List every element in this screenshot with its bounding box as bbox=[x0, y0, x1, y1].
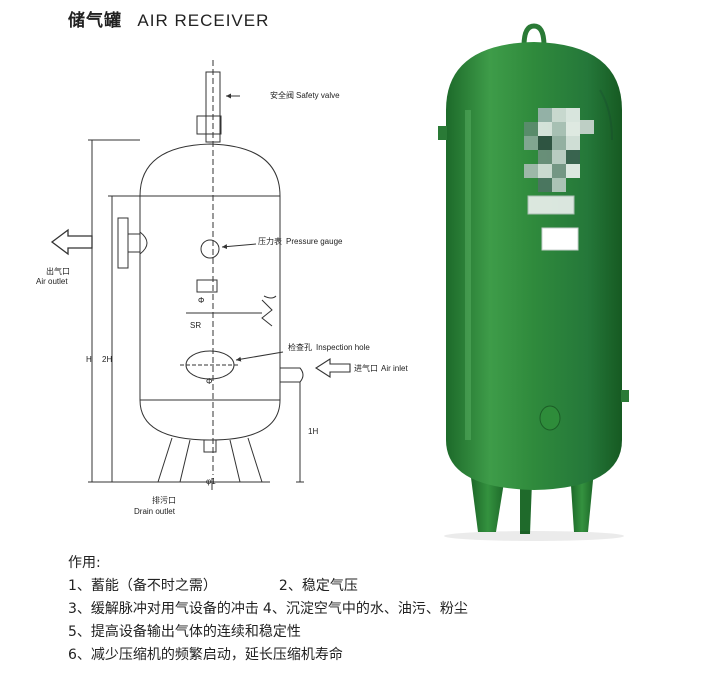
title-cn: 储气罐 bbox=[68, 11, 122, 31]
left-leg bbox=[157, 437, 191, 483]
drain-outlet-label-cn: 排污口 bbox=[152, 495, 176, 505]
sr-label: SR bbox=[190, 321, 201, 330]
nameplate bbox=[541, 227, 579, 251]
outlet-flange bbox=[117, 217, 129, 269]
inlet-arrow-icon bbox=[314, 357, 351, 379]
air-outlet-label-cn: 出气口 bbox=[46, 266, 70, 276]
title-en: AIR RECEIVER bbox=[137, 11, 270, 30]
blurred-logo bbox=[524, 108, 594, 215]
outlet-arrow-icon bbox=[50, 228, 93, 256]
function-item-4: 4、沉淀空气中的水、油污、粉尘 bbox=[262, 601, 468, 617]
function-item-6: 6、减少压缩机的频繁启动，延长压缩机寿命 bbox=[68, 647, 343, 663]
side-port-left bbox=[438, 126, 447, 140]
pressure-gauge-label-cn: 压力表 bbox=[258, 236, 282, 246]
safety-valve-label-en: Safety valve bbox=[296, 91, 340, 100]
inspection-hole-label-en: Inspection hole bbox=[316, 343, 370, 352]
page-title: 储气罐 AIR RECEIVER bbox=[68, 6, 269, 31]
air-inlet-pipe bbox=[280, 367, 304, 383]
lifting-lug bbox=[521, 23, 547, 47]
safety-valve-body bbox=[196, 115, 222, 135]
air-inlet-label-en: Air inlet bbox=[381, 364, 408, 373]
air-inlet-label-cn: 进气口 bbox=[354, 363, 378, 373]
phi-label: Φ bbox=[198, 296, 204, 305]
function-item-5: 5、提高设备输出气体的连续和稳定性 bbox=[68, 624, 301, 640]
phi1-label: φ1 bbox=[206, 477, 216, 486]
pressure-gauge-circle bbox=[200, 239, 220, 259]
inspection-hole-label-cn: 检查孔 bbox=[288, 342, 312, 352]
dim-1h-label: 1H bbox=[308, 427, 318, 436]
pressure-gauge-label-en: Pressure gauge bbox=[286, 237, 343, 246]
tank-body bbox=[446, 42, 622, 490]
function-item-2: 2、稳定气压 bbox=[278, 578, 358, 594]
tank-leg-right bbox=[570, 470, 594, 532]
schematic bbox=[88, 60, 304, 490]
nameplate-box bbox=[196, 279, 218, 293]
dim-2h-label: 2H bbox=[102, 355, 112, 364]
phi-inspection-label: Φ bbox=[206, 377, 212, 386]
drain-outlet-label-en: Drain outlet bbox=[134, 507, 176, 516]
dim-h-label: H bbox=[86, 355, 92, 364]
function-item-1: 1、蓄能（备不时之需） bbox=[68, 578, 217, 594]
function-item-3: 3、缓解脉冲对用气设备的冲击 bbox=[68, 601, 259, 617]
right-leg bbox=[229, 437, 263, 483]
front-port bbox=[539, 405, 561, 431]
side-port-right bbox=[621, 390, 629, 402]
functions-heading: 作用: bbox=[68, 555, 101, 571]
tank-photo bbox=[438, 23, 629, 541]
functions-row-1: 1、蓄能（备不时之需） 2、稳定气压 bbox=[68, 575, 468, 598]
drain-valve bbox=[203, 439, 217, 453]
safety-valve-label-cn: 安全阀 bbox=[270, 90, 294, 100]
diagram-canvas: 安全阀 Safety valve 压力表 Pressure gauge 检查孔 … bbox=[36, 23, 629, 541]
air-outlet-label-en: Air outlet bbox=[36, 277, 68, 286]
